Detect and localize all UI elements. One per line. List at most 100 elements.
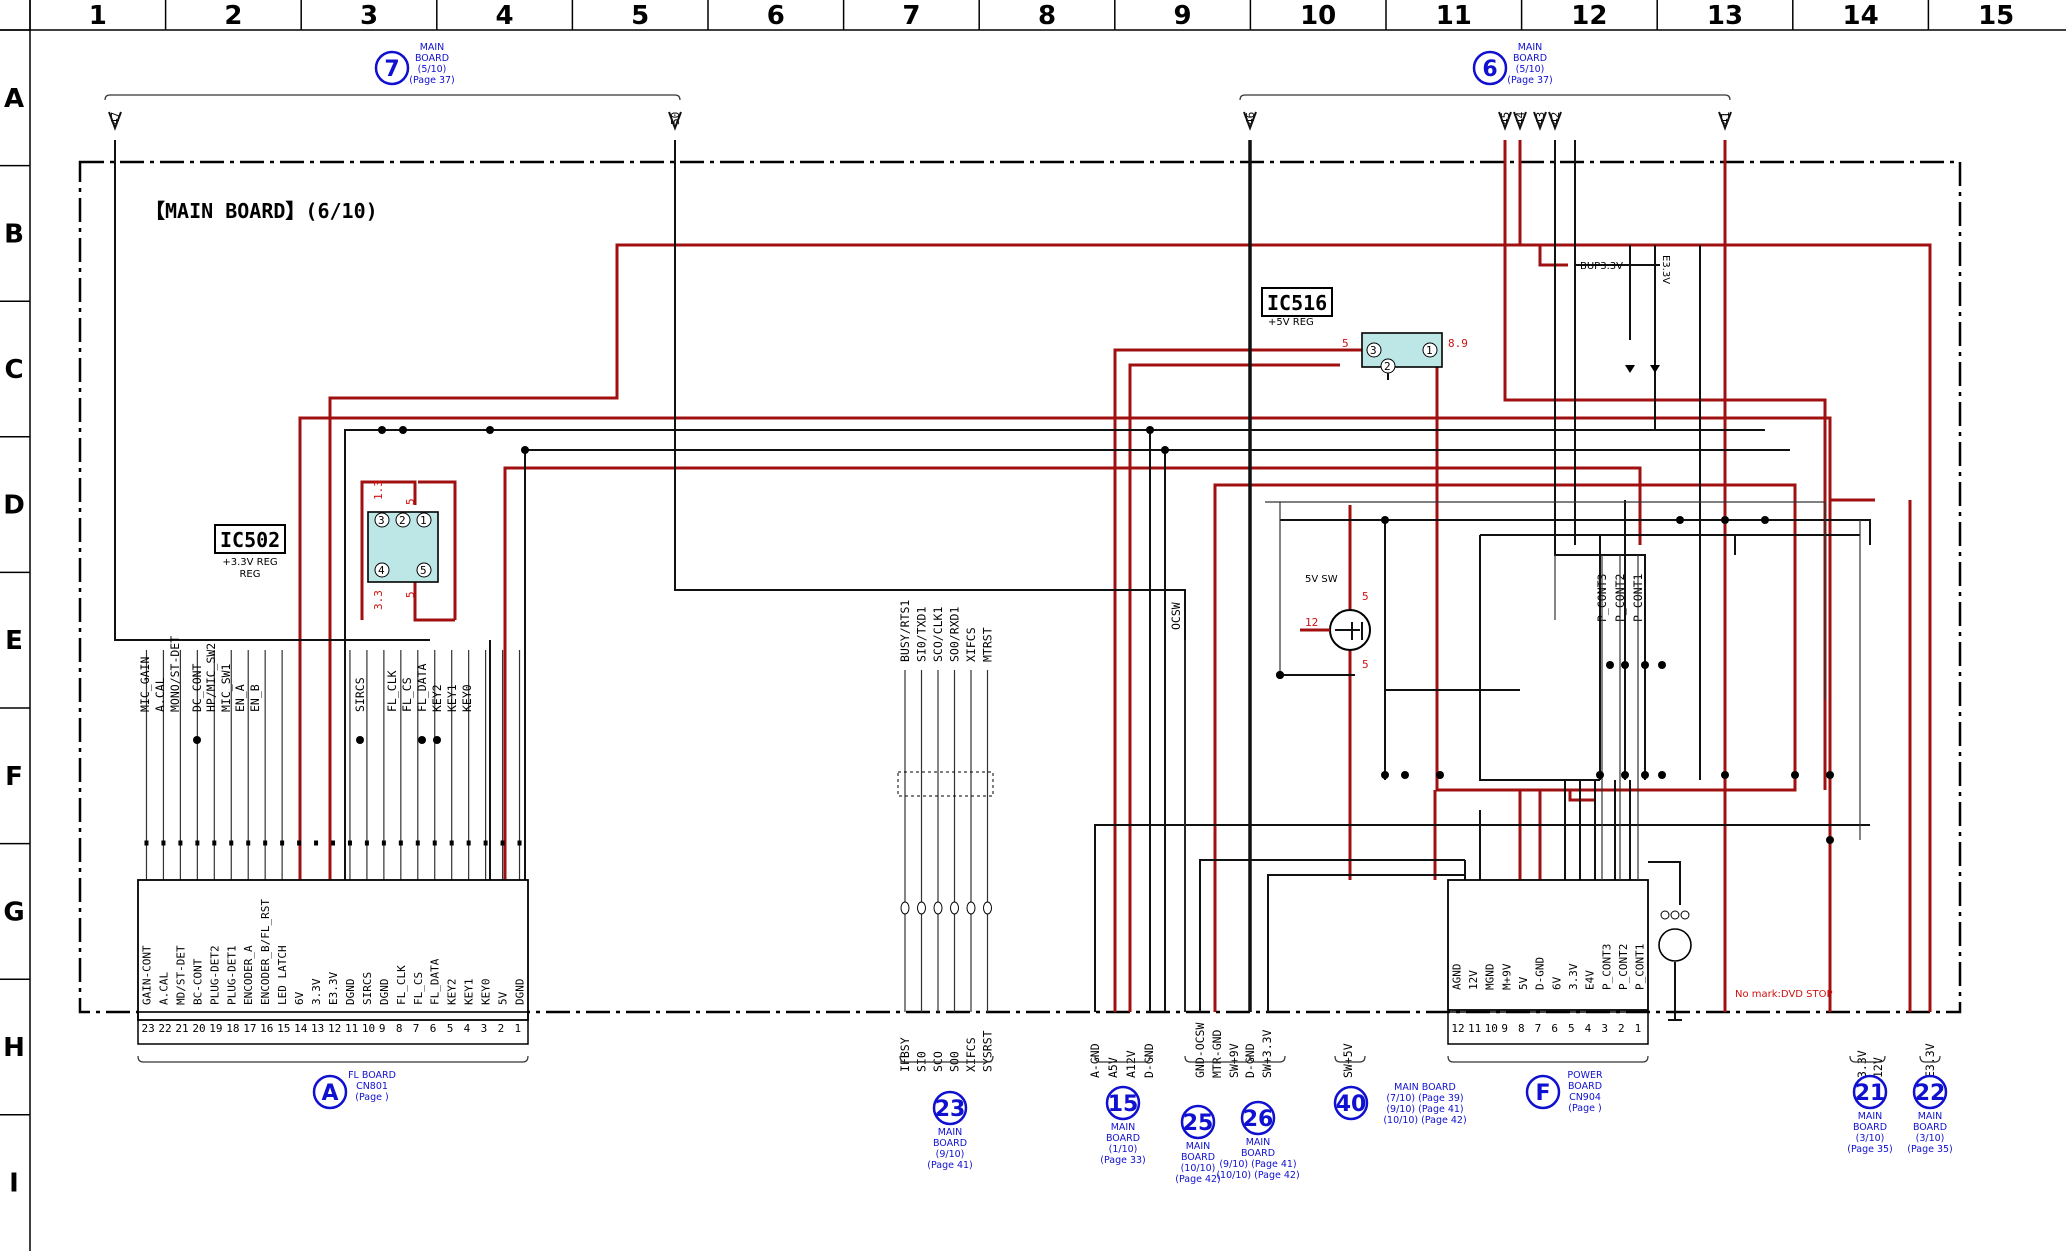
- bottom-signal-label: A-GND: [1088, 1043, 1102, 1078]
- power-pin-num: 8: [1518, 1022, 1525, 1035]
- ref-line: MAIN BOARD: [1394, 1082, 1456, 1093]
- power-pin-num: 3: [1601, 1022, 1608, 1035]
- bottom-signal-label: MTR-GND: [1210, 1029, 1224, 1078]
- bottom-signal-label: D-GND: [1243, 1043, 1257, 1078]
- ref-line: MAIN: [1111, 1122, 1136, 1133]
- ref-id: 22: [1915, 1081, 1946, 1106]
- ref-line: (Page ): [1568, 1103, 1601, 1114]
- ref-line: MAIN: [1518, 42, 1543, 53]
- red-wires: [298, 140, 1932, 1012]
- fl-pin-num: 13: [311, 1022, 324, 1035]
- row-label: C: [4, 355, 23, 385]
- fl-pin-label: LED LATCH: [276, 945, 289, 1005]
- ic502-reg: REG: [239, 569, 260, 580]
- fl-pin-num: 8: [396, 1022, 403, 1035]
- ref-line: (9/10) (Page 41): [1219, 1159, 1296, 1170]
- power-pin-label: M+9V: [1500, 963, 1513, 990]
- fl-pin-label: FL_CS: [412, 972, 425, 1005]
- fl-pin-num: 12: [328, 1022, 341, 1035]
- ref-circle: [1525, 1074, 1561, 1110]
- fl-pin-label: A.CAL: [157, 972, 170, 1005]
- svg-text:4: 4: [378, 564, 385, 577]
- bup-labels: BUP3.3V E3.3V: [1575, 245, 1671, 430]
- fl-pin-label: KEY2: [446, 979, 459, 1006]
- fl-signal-label: FL_CLK: [385, 670, 399, 712]
- fl-signal-label: KEY2: [430, 684, 444, 712]
- power-pin-num: 5: [1568, 1022, 1575, 1035]
- row-label: H: [3, 1033, 25, 1063]
- row-label: E: [5, 626, 23, 656]
- fl-signal-label: A.CAL: [153, 677, 167, 712]
- fl-signal-label: FL_CS: [400, 677, 414, 712]
- fl-pin-label: DGND: [344, 979, 357, 1006]
- fl-pin-label: KEY0: [480, 979, 493, 1006]
- ref-circle: [374, 50, 410, 86]
- ocsw-line: OCSW: [1169, 602, 1186, 1012]
- ref-circle: [312, 1074, 348, 1110]
- fl-pin-label: 5V: [497, 991, 510, 1005]
- fl-pin-num: 5: [447, 1022, 454, 1035]
- ref-line: (Page ): [355, 1092, 388, 1103]
- fl-pin-label: PLUG-DET2: [208, 945, 221, 1005]
- fl-signal-label: HP/MIC_SW2: [204, 643, 218, 712]
- fl-pin-num: 17: [243, 1022, 256, 1035]
- ref-line: POWER: [1567, 1070, 1603, 1081]
- bottom-signal-label: E3.3V: [1923, 1043, 1937, 1078]
- fl-pin-num: 4: [464, 1022, 471, 1035]
- ref-line: MAIN: [938, 1127, 963, 1138]
- fl-signal-label: MIC_SW1: [219, 663, 233, 712]
- ref-id: F: [1535, 1081, 1550, 1106]
- fl-signal-label: KEY0: [460, 684, 474, 712]
- ref-line: CN801: [356, 1081, 388, 1092]
- ref-line: (1/10): [1109, 1144, 1138, 1155]
- fl-pin-num: 9: [379, 1022, 386, 1035]
- ref-line: CN904: [1569, 1092, 1601, 1103]
- e33-label: E3.3V: [1660, 255, 1671, 284]
- svg-text:5: 5: [404, 498, 417, 505]
- power-pin-label: AGND: [1450, 964, 1463, 991]
- ref-line: MAIN: [1918, 1111, 1943, 1122]
- bup-label: BUP3.3V: [1580, 261, 1623, 272]
- svg-text:5: 5: [420, 564, 427, 577]
- ref-circle: [1852, 1074, 1888, 1110]
- svg-text:5: 5: [1362, 590, 1369, 603]
- fl-pin-num: 22: [158, 1022, 171, 1035]
- power-pin-num: 7: [1535, 1022, 1542, 1035]
- junction-dots: [193, 426, 1834, 844]
- svg-text:8.9: 8.9: [1448, 337, 1468, 350]
- fl-pin-label: FL_CLK: [395, 965, 408, 1005]
- fl-pin-num: 18: [226, 1022, 239, 1035]
- ref-line: BOARD: [933, 1138, 967, 1149]
- svg-text:1.3: 1.3: [372, 480, 385, 500]
- ref-circle: [1912, 1074, 1948, 1110]
- ref-id: 21: [1855, 1081, 1886, 1106]
- ref-line: MAIN: [1186, 1141, 1211, 1152]
- ref-id: 26: [1243, 1107, 1274, 1132]
- fl-pin-num: 20: [192, 1022, 205, 1035]
- ref-line: BOARD: [1513, 53, 1547, 64]
- board-title: 【MAIN BOARD】(6/10): [145, 199, 378, 223]
- fl-pin-label: E3.3V: [327, 972, 340, 1005]
- power-pin-label: P_CONT1: [1634, 944, 1647, 990]
- ref-line: BOARD: [1568, 1081, 1602, 1092]
- serial-signal-label: SCO/CLK1: [931, 607, 945, 662]
- thin-wires: [1265, 501, 1861, 840]
- column-label: 7: [902, 1, 920, 31]
- fl-pin-label: ENCODER_A: [242, 945, 255, 1005]
- svg-text:1: 1: [420, 514, 427, 527]
- fl-pin-label: SIRCS: [361, 972, 374, 1005]
- ref-line: BOARD: [1853, 1122, 1887, 1133]
- ref-line: (Page 37): [409, 75, 455, 86]
- bottom-signal-label: A12V: [1124, 1050, 1138, 1078]
- fl-signal-label: KEY1: [445, 684, 459, 712]
- fl-pin-num: 15: [277, 1022, 290, 1035]
- sw-transistor: 5V SW 5 12 5: [1276, 574, 1371, 679]
- ref-id: 6: [1482, 57, 1497, 82]
- ref-id: 40: [1336, 1092, 1367, 1117]
- ref-line: BOARD: [1913, 1122, 1947, 1133]
- row-label: D: [3, 491, 25, 521]
